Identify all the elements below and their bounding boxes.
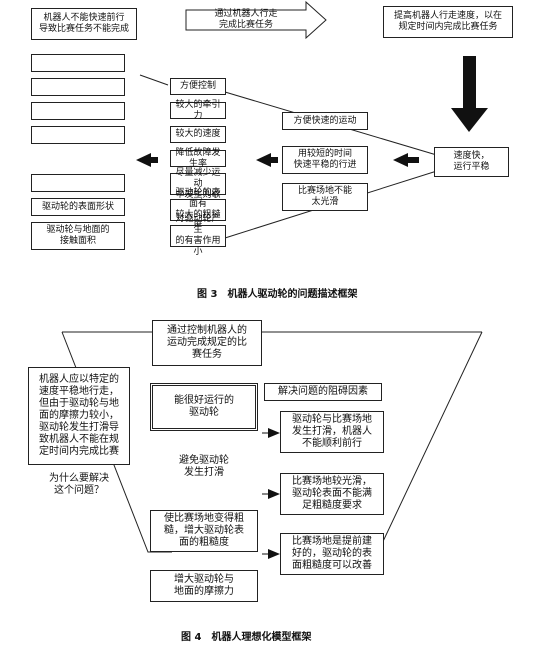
obstacle-title: 解决问题的阻碍因素 (264, 383, 382, 401)
arrow-label: 通过机器人行走 完成比赛任务 (214, 9, 278, 30)
output-box (31, 54, 125, 72)
step-box: 使比赛场地变得粗 糙，增大驱动轮表 面的粗糙度 (150, 510, 258, 552)
left-node: 尽量减少运动 中发生则歇 (170, 168, 226, 200)
left-node: 对驱动轮产生 的有害作用小 (170, 214, 226, 257)
mid-node: 方便快速的运动 (282, 112, 368, 130)
left-node: 方便控制 (170, 78, 226, 95)
obstacle-box: 比赛场地是提前建 好的，驱动轮的表 面粗糙度可以改善 (280, 533, 384, 575)
left-arrow (407, 157, 419, 163)
right-arrow (268, 549, 280, 559)
left-node: 较大的速度 (170, 126, 226, 143)
figure4-caption: 图 4 机器人理想化模型框架 (181, 632, 312, 643)
left-arrow (136, 153, 151, 167)
right-arrow (268, 489, 280, 499)
left-arrow (270, 157, 278, 163)
output-box (31, 126, 125, 144)
mid-node: 用较短的时间 快速平稳的行进 (282, 146, 368, 174)
output-box: 驱动轮与地面的 接触面积 (31, 222, 125, 250)
goal-box: 通过控制机器人的 运动完成规定的比 赛任务 (152, 320, 262, 366)
result-node: 速度快， 运行平稳 (434, 147, 509, 177)
left-arrow (393, 153, 408, 167)
reason-box: 机器人应以特定的 速度平稳地行走， 但由于驱动轮与地 面的摩擦力较小， 驱动轮发… (28, 367, 130, 465)
left-arrow (150, 157, 158, 163)
top-hollow-arrow (185, 0, 327, 40)
left-node: 较大的牵引力 (170, 100, 226, 121)
why-question: 为什么要解决 这个问题？ (49, 473, 109, 496)
down-arrow-shaft (463, 56, 476, 111)
step-box: 避免驱动轮 发生打滑 (179, 455, 229, 478)
obstacle-box: 驱动轮与比赛场地 发生打滑，机器人 不能顺利前行 (280, 411, 384, 453)
right-arrow (268, 428, 280, 438)
goal-box: 提高机器人行走速度，以在 规定时间内完成比赛任务 (383, 6, 513, 38)
output-box (31, 174, 125, 192)
figure3-caption: 图 3 机器人驱动轮的问题描述框架 (197, 289, 358, 300)
output-box (31, 78, 125, 96)
output-box: 驱动轮的表面形状 (31, 198, 125, 216)
problem-box: 机器人不能快速前行 导致比赛任务不能完成 (31, 8, 137, 40)
left-arrow (256, 153, 271, 167)
step-box: 增大驱动轮与 地面的摩擦力 (150, 570, 258, 602)
core-box: 能很好运行的 驱动轮 (150, 383, 258, 431)
mid-node: 比赛场地不能 太光滑 (282, 183, 368, 211)
connector-line (139, 74, 169, 86)
output-box (31, 102, 125, 120)
obstacle-box: 比赛场地较光滑， 驱动轮表面不能满 足粗糙度要求 (280, 473, 384, 515)
down-arrow-head (451, 108, 488, 132)
left-node: 降低故障发生率 (170, 148, 226, 169)
